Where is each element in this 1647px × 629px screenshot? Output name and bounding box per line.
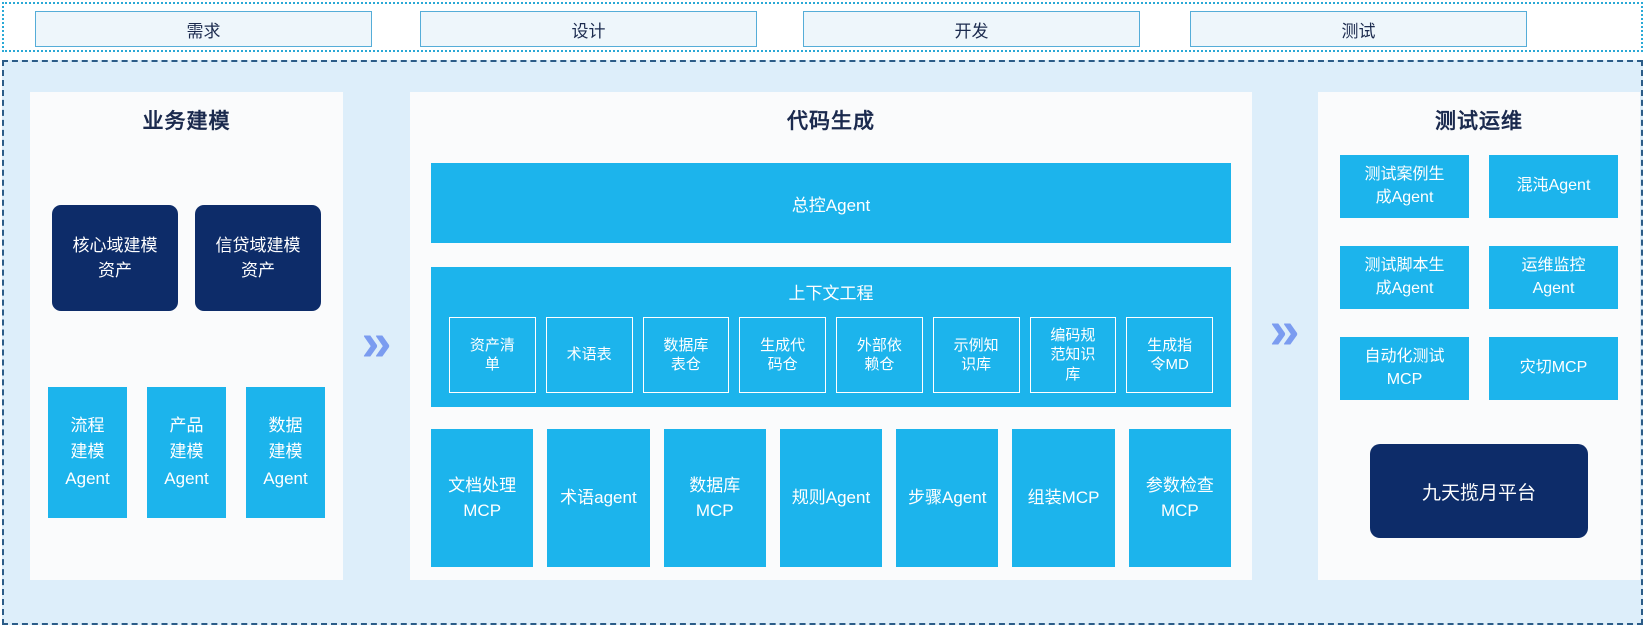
box-jiutian-lanyue-platform: 九天揽月平台 bbox=[1370, 444, 1588, 538]
code-generation-title: 代码生成 bbox=[787, 110, 875, 133]
box-ops-monitoring-agent: 运维监控 Agent bbox=[1489, 246, 1618, 309]
phase-development: 开发 bbox=[803, 11, 1140, 47]
box-coding-standard-knowledge-base: 编码规 范知识 库 bbox=[1029, 317, 1117, 393]
box-credit-domain-modeling-assets: 信贷域建模 资产 bbox=[195, 205, 321, 311]
box-generated-code-repo: 生成代 码仓 bbox=[739, 317, 826, 393]
box-process-modeling-agent: 流程 建模 Agent bbox=[48, 387, 127, 518]
box-example-knowledge-base: 示例知 识库 bbox=[932, 317, 1020, 393]
box-glossary-agent: 术语agent bbox=[547, 429, 650, 567]
box-parameter-check-mcp: 参数检查 MCP bbox=[1128, 429, 1231, 567]
box-rule-agent: 规则Agent bbox=[779, 429, 883, 567]
box-product-modeling-agent: 产品 建模 Agent bbox=[147, 387, 226, 518]
context-engineering-title: 上下文工程 bbox=[788, 284, 874, 303]
box-generation-instruction-md: 生成指 令MD bbox=[1126, 317, 1213, 393]
test-ops-grid: 测试案例生 成Agent 混沌Agent 测试脚本生 成Agent 运维监控 A… bbox=[1340, 155, 1618, 400]
box-database-mcp: 数据库 MCP bbox=[663, 429, 766, 567]
diagram-container: 业务建模 核心域建模 资产 信贷域建模 资产 流程 建模 Agent 产品 建模… bbox=[2, 60, 1643, 625]
panel-test-ops: 测试运维 测试案例生 成Agent 混沌Agent 测试脚本生 成Agent 运… bbox=[1318, 92, 1640, 580]
box-core-domain-modeling-assets: 核心域建模 资产 bbox=[52, 205, 178, 311]
flow-arrow-icon: » bbox=[1269, 300, 1300, 360]
panel-code-generation: 代码生成 总控Agent 上下文工程 资产清 单 术语表 数据库 表仓 生成代 … bbox=[410, 92, 1252, 580]
box-automation-test-mcp: 自动化测试 MCP bbox=[1340, 337, 1469, 400]
box-database-table-repo: 数据库 表仓 bbox=[642, 317, 730, 393]
box-test-script-generation-agent: 测试脚本生 成Agent bbox=[1340, 246, 1469, 309]
phase-bar: 需求 设计 开发 测试 bbox=[2, 2, 1643, 52]
box-test-case-generation-agent: 测试案例生 成Agent bbox=[1340, 155, 1469, 218]
box-doc-processing-mcp: 文档处理 MCP bbox=[431, 429, 534, 567]
flow-arrow-icon: » bbox=[361, 312, 392, 372]
box-external-dependency-repo: 外部依 赖仓 bbox=[836, 317, 923, 393]
box-assembly-mcp: 组装MCP bbox=[1012, 429, 1115, 567]
phase-requirements: 需求 bbox=[35, 11, 372, 47]
phase-design: 设计 bbox=[420, 11, 757, 47]
business-modeling-title: 业务建模 bbox=[142, 110, 231, 133]
phase-testing: 测试 bbox=[1190, 11, 1527, 47]
tool-box-row: 文档处理 MCP 术语agent 数据库 MCP 规则Agent 步骤Agent… bbox=[431, 429, 1231, 567]
box-asset-list: 资产清 单 bbox=[449, 317, 536, 393]
box-data-modeling-agent: 数据 建模 Agent bbox=[246, 387, 325, 518]
test-ops-title: 测试运维 bbox=[1435, 110, 1523, 133]
box-master-agent: 总控Agent bbox=[431, 163, 1231, 243]
panel-business-modeling: 业务建模 核心域建模 资产 信贷域建模 资产 流程 建模 Agent 产品 建模… bbox=[30, 92, 343, 580]
box-step-agent: 步骤Agent bbox=[896, 429, 999, 567]
modeling-agent-row: 流程 建模 Agent 产品 建模 Agent 数据 建模 Agent bbox=[30, 387, 343, 518]
box-glossary: 术语表 bbox=[545, 317, 633, 393]
context-item-row: 资产清 单 术语表 数据库 表仓 生成代 码仓 外部依 赖仓 示例知 识库 编码… bbox=[449, 317, 1213, 393]
asset-box-row: 核心域建模 资产 信贷域建模 资产 bbox=[30, 205, 343, 311]
box-chaos-agent: 混沌Agent bbox=[1489, 155, 1618, 218]
context-engineering-group: 上下文工程 资产清 单 术语表 数据库 表仓 生成代 码仓 外部依 赖仓 示例知… bbox=[431, 267, 1231, 407]
box-disaster-switch-mcp: 灾切MCP bbox=[1489, 337, 1618, 400]
